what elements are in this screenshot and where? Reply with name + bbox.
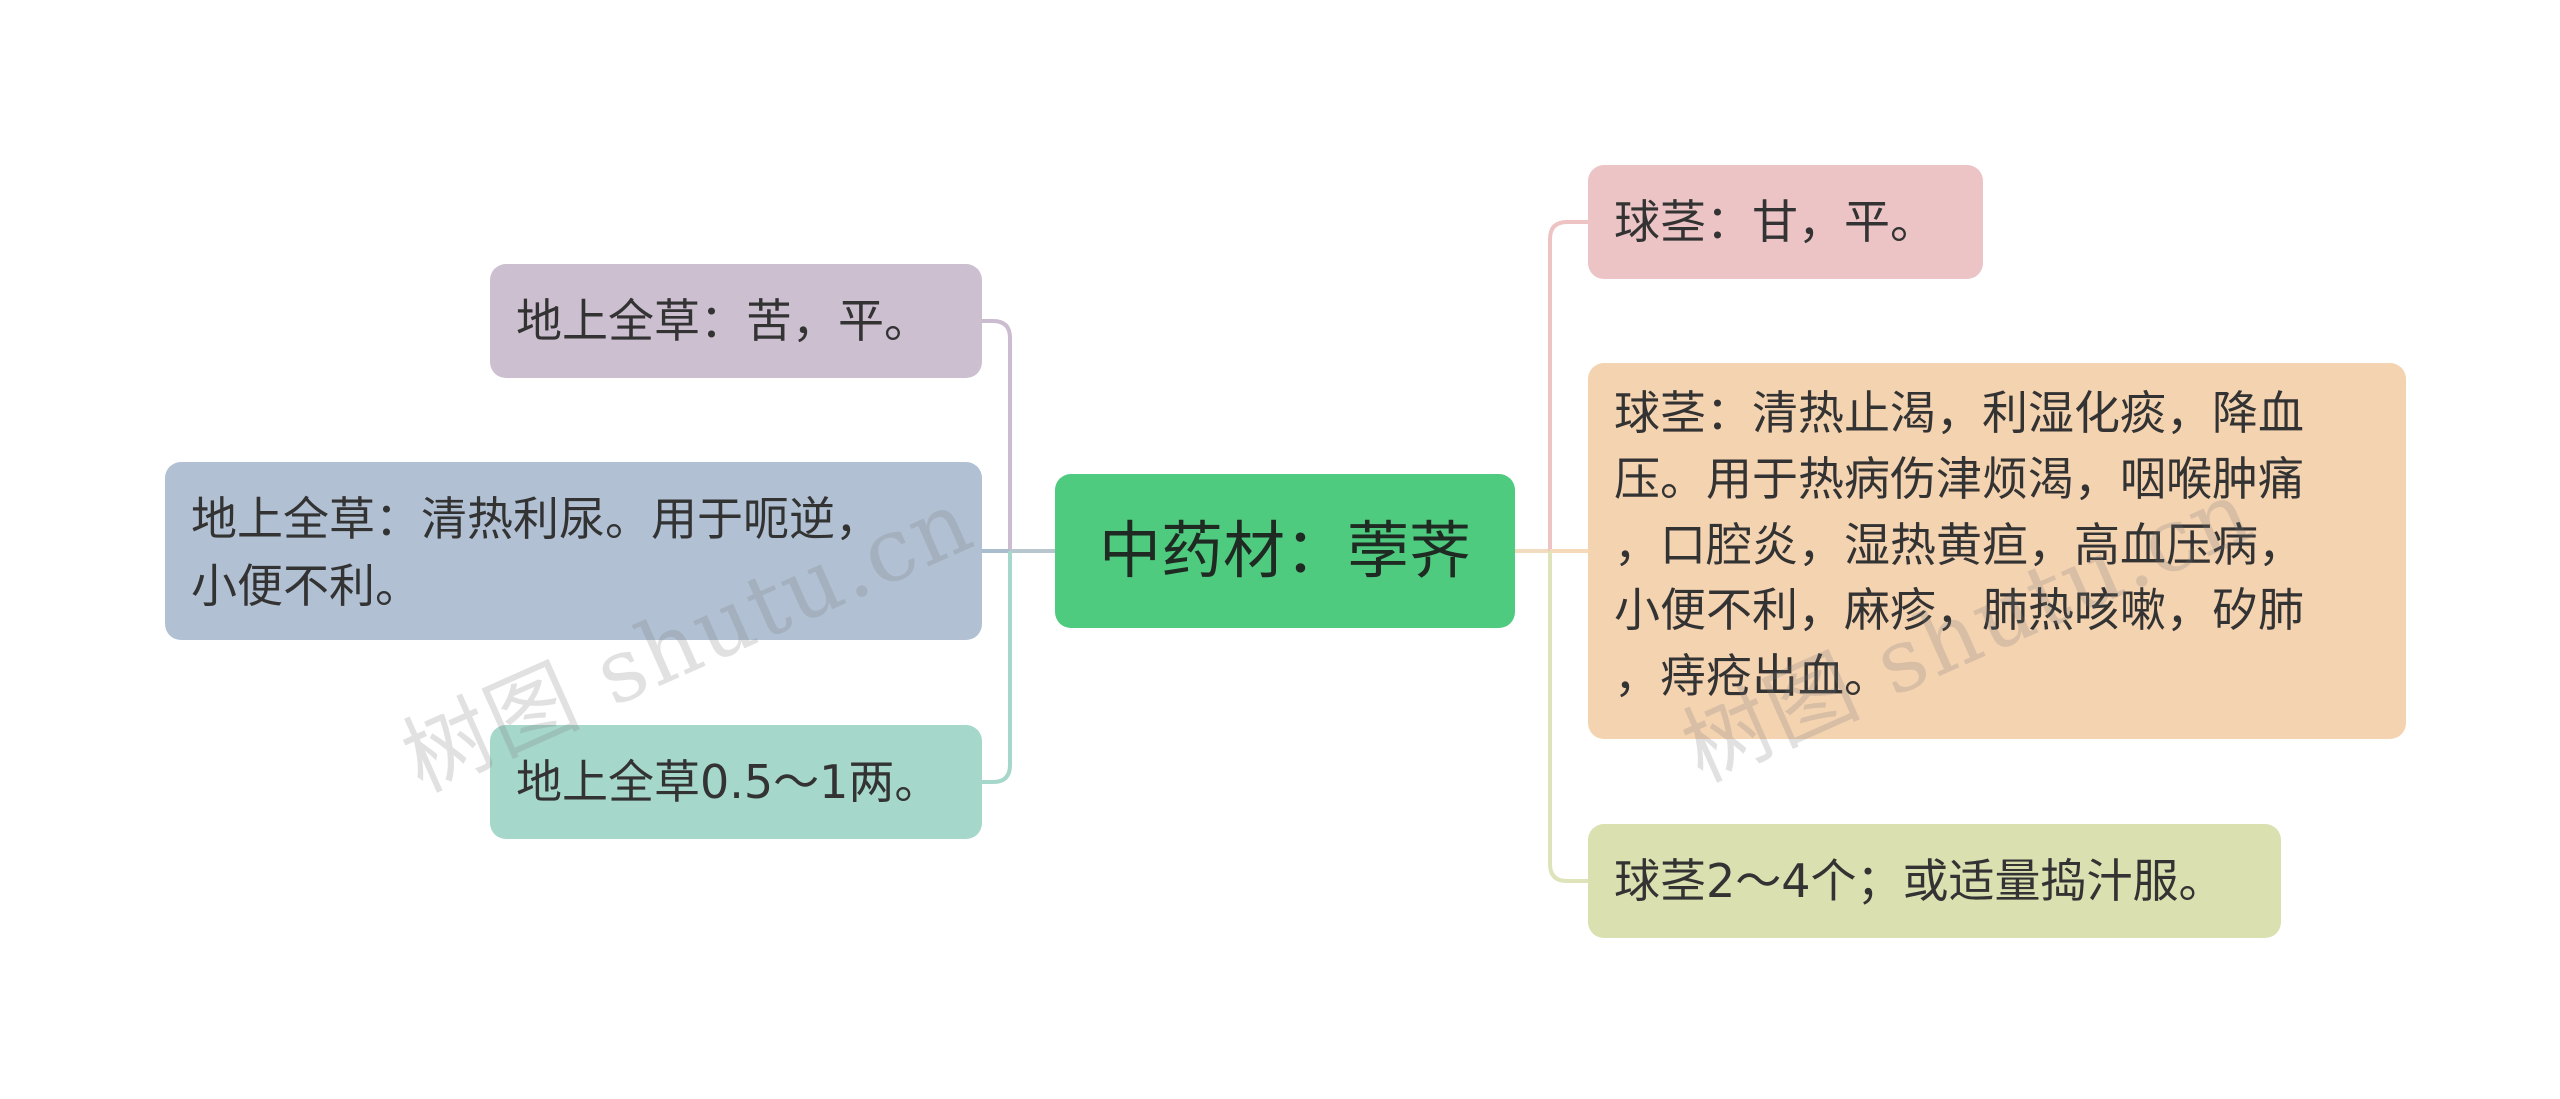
topic-right-effect-line: 小便不利，麻疹，肺热咳嗽，矽肺 (1614, 583, 2304, 638)
topic-right-dosage-label: 球茎2～4个；或适量捣汁服。 (1614, 853, 2225, 908)
connector-left-2 (982, 551, 1012, 784)
central-topic-label: 中药材：荸荠 (1098, 514, 1471, 588)
central-topic[interactable]: 中药材：荸荠 (1055, 474, 1515, 628)
connector-left-0 (982, 319, 1012, 551)
connector-right-2 (1548, 551, 1588, 883)
topic-left-effect-line: 地上全草：清热利尿。用于呃逆， (191, 492, 881, 547)
topic-right-property-label: 球茎：甘，平。 (1614, 194, 1936, 249)
topic-left-property-label: 地上全草：苦，平。 (516, 293, 930, 348)
topic-right-property[interactable]: 球茎：甘，平。 (1588, 165, 1983, 279)
topic-right-effect-line: 压。用于热病伤津烦渴，咽喉肿痛 (1614, 451, 2304, 506)
topic-left-effect-line: 小便不利。 (191, 559, 421, 613)
topic-left-effect-text: 地上全草：清热利尿。用于呃逆， 小便不利。 (191, 486, 881, 619)
topic-left-dosage-label: 地上全草0.5～1两。 (516, 754, 941, 809)
topic-right-effect[interactable]: 球茎：清热止渴，利湿化痰，降血 压。用于热病伤津烦渴，咽喉肿痛 ，口腔炎，湿热黄… (1588, 363, 2406, 739)
topic-right-effect-line: ，痔疮出血。 (1614, 649, 1890, 704)
topic-left-effect[interactable]: 地上全草：清热利尿。用于呃逆， 小便不利。 (165, 462, 982, 640)
topic-left-dosage[interactable]: 地上全草0.5～1两。 (490, 725, 982, 839)
topic-right-effect-line: 球茎：清热止渴，利湿化痰，降血 (1614, 386, 2304, 440)
topic-right-effect-text: 球茎：清热止渴，利湿化痰，降血 压。用于热病伤津烦渴，咽喉肿痛 ，口腔炎，湿热黄… (1614, 381, 2304, 710)
topic-right-dosage[interactable]: 球茎2～4个；或适量捣汁服。 (1588, 824, 2281, 938)
connector-right-0 (1548, 220, 1588, 551)
topic-right-effect-line: ，口腔炎，湿热黄疸，高血压病， (1614, 517, 2304, 572)
topic-left-property[interactable]: 地上全草：苦，平。 (490, 264, 982, 378)
